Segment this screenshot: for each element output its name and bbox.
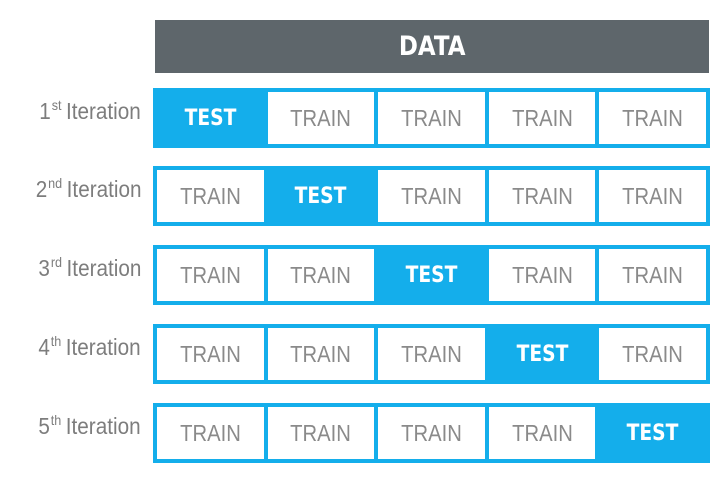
train-fold-cell: TRAIN	[488, 92, 596, 144]
iteration-number: 3	[38, 254, 50, 281]
train-fold-cell: TRAIN	[157, 249, 264, 301]
iteration-ordinal-suffix: th	[51, 332, 62, 349]
train-fold-cell: TRAIN	[378, 92, 485, 144]
data-header: DATA	[155, 20, 709, 73]
train-fold-cell: TRAIN	[488, 249, 596, 301]
iteration-number: 1	[39, 97, 52, 124]
train-fold-cell: TRAIN	[488, 170, 596, 222]
test-fold-cell: TEST	[378, 249, 485, 301]
iteration-word: Iteration	[66, 333, 141, 360]
train-fold-cell: TRAIN	[378, 328, 485, 380]
train-fold-cell: TRAIN	[488, 407, 596, 459]
iteration-word: Iteration	[66, 254, 141, 281]
test-fold-cell: TEST	[599, 407, 706, 459]
iteration-word: Iteration	[66, 175, 141, 202]
train-fold-cell: TRAIN	[599, 170, 706, 222]
iteration-ordinal-suffix: nd	[47, 174, 62, 191]
iteration-number: 5	[38, 412, 51, 439]
iteration-word: Iteration	[66, 412, 141, 439]
train-fold-cell: TRAIN	[157, 407, 264, 459]
train-fold-cell: TRAIN	[378, 407, 485, 459]
iteration-word: Iteration	[66, 97, 141, 124]
train-fold-cell: TRAIN	[599, 328, 706, 380]
train-fold-cell: TRAIN	[267, 328, 375, 380]
train-fold-cell: TRAIN	[599, 249, 706, 301]
test-fold-cell: TEST	[267, 170, 375, 222]
fold-bar: TRAIN TRAIN TRAIN TEST TRAIN	[153, 324, 710, 384]
fold-bar: TRAIN TRAIN TEST TRAIN TRAIN	[153, 245, 710, 305]
iteration-ordinal-suffix: th	[51, 411, 62, 428]
fold-bar: TEST TRAIN TRAIN TRAIN TRAIN	[153, 88, 710, 148]
train-fold-cell: TRAIN	[378, 170, 485, 222]
train-fold-cell: TRAIN	[267, 249, 375, 301]
iteration-ordinal-suffix: rd	[50, 253, 62, 270]
test-fold-cell: TEST	[488, 328, 596, 380]
train-fold-cell: TRAIN	[267, 92, 375, 144]
train-fold-cell: TRAIN	[267, 407, 375, 459]
train-fold-cell: TRAIN	[157, 328, 264, 380]
test-fold-cell: TEST	[157, 92, 264, 144]
fold-bar: TRAIN TRAIN TRAIN TRAIN TEST	[153, 403, 710, 463]
train-fold-cell: TRAIN	[157, 170, 264, 222]
iteration-number: 2	[35, 175, 47, 202]
iteration-ordinal-suffix: st	[51, 96, 62, 113]
data-header-title: DATA	[398, 31, 466, 62]
fold-bar: TRAIN TEST TRAIN TRAIN TRAIN	[153, 166, 710, 226]
train-fold-cell: TRAIN	[599, 92, 706, 144]
iteration-number: 4	[38, 333, 51, 360]
